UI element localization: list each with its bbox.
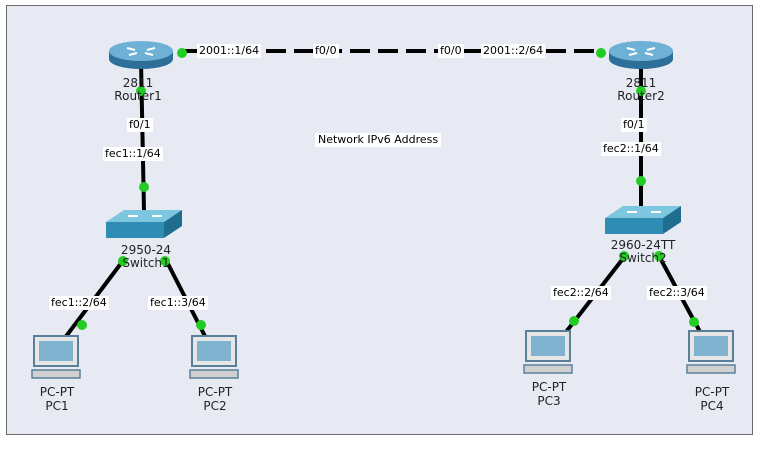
link-up-dot	[636, 86, 646, 96]
switch1-icon[interactable]	[106, 210, 182, 238]
switch1-model: 2950-24	[120, 243, 172, 257]
router1-name: Router1	[114, 89, 162, 103]
link-s1-pc1-address: fec1::2/64	[49, 296, 109, 310]
link-up-dot	[619, 251, 629, 261]
pc1-model: PC-PT	[39, 385, 75, 399]
pc1-name: PC1	[45, 399, 69, 413]
link-up-dot	[160, 256, 170, 266]
pc2-name: PC2	[203, 399, 227, 413]
link-up-dot	[118, 256, 128, 266]
link-up-dot	[177, 48, 187, 58]
pc2-icon[interactable]	[189, 335, 239, 379]
link-up-dot	[139, 182, 149, 192]
router2-name: Router2	[617, 89, 665, 103]
pc3-name: PC3	[537, 394, 561, 408]
pc4-name: PC4	[700, 399, 724, 413]
pc4-model: PC-PT	[694, 385, 730, 399]
pc1-icon[interactable]	[31, 335, 81, 379]
link-up-dot	[136, 86, 146, 96]
link-up-dot	[654, 251, 664, 261]
router1-icon[interactable]	[109, 41, 173, 69]
link-up-dot	[196, 320, 206, 330]
link-r2-s2-port: f0/1	[621, 118, 647, 132]
topology-drawing	[31, 41, 736, 379]
link-s1-pc2-address: fec1::3/64	[148, 296, 208, 310]
router2-model: 2811	[625, 76, 657, 90]
link-r1-r2-r1-port: f0/0	[313, 44, 339, 58]
pc4-icon[interactable]	[686, 330, 736, 374]
link-r1-s1-port: f0/1	[127, 118, 153, 132]
link-up-dot	[689, 317, 699, 327]
router2-icon[interactable]	[609, 41, 673, 69]
switch2-name: Switch2	[619, 251, 667, 265]
switch2-icon[interactable]	[605, 206, 681, 234]
network-note[interactable]: Network IPv6 Address	[315, 133, 442, 147]
link-r2-s2-address: fec2::1/64	[601, 142, 661, 156]
pc3-model: PC-PT	[531, 380, 567, 394]
link-s2-pc3-address: fec2::2/64	[551, 286, 611, 300]
link-r1-r2-r2-port: f0/0	[438, 44, 464, 58]
topology-canvas: 2001::1/64 f0/0 f0/0 2001::2/64 2811 Rou…	[6, 5, 753, 435]
link-r1-r2-r2-address: 2001::2/64	[481, 44, 546, 58]
link-up-dot	[77, 320, 87, 330]
link-up-dot	[569, 316, 579, 326]
link-up-dot	[596, 48, 606, 58]
switch1-name: Switch1	[122, 256, 170, 270]
link-r1-s1-address: fec1::1/64	[103, 147, 163, 161]
switch2-model: 2960-24TT	[610, 238, 676, 252]
router1-model: 2811	[122, 76, 154, 90]
link-r1-r2-r1-address: 2001::1/64	[197, 44, 262, 58]
link-up-dot	[636, 176, 646, 186]
pc2-model: PC-PT	[197, 385, 233, 399]
link-s2-pc4-address: fec2::3/64	[647, 286, 707, 300]
pc3-icon[interactable]	[523, 330, 573, 374]
